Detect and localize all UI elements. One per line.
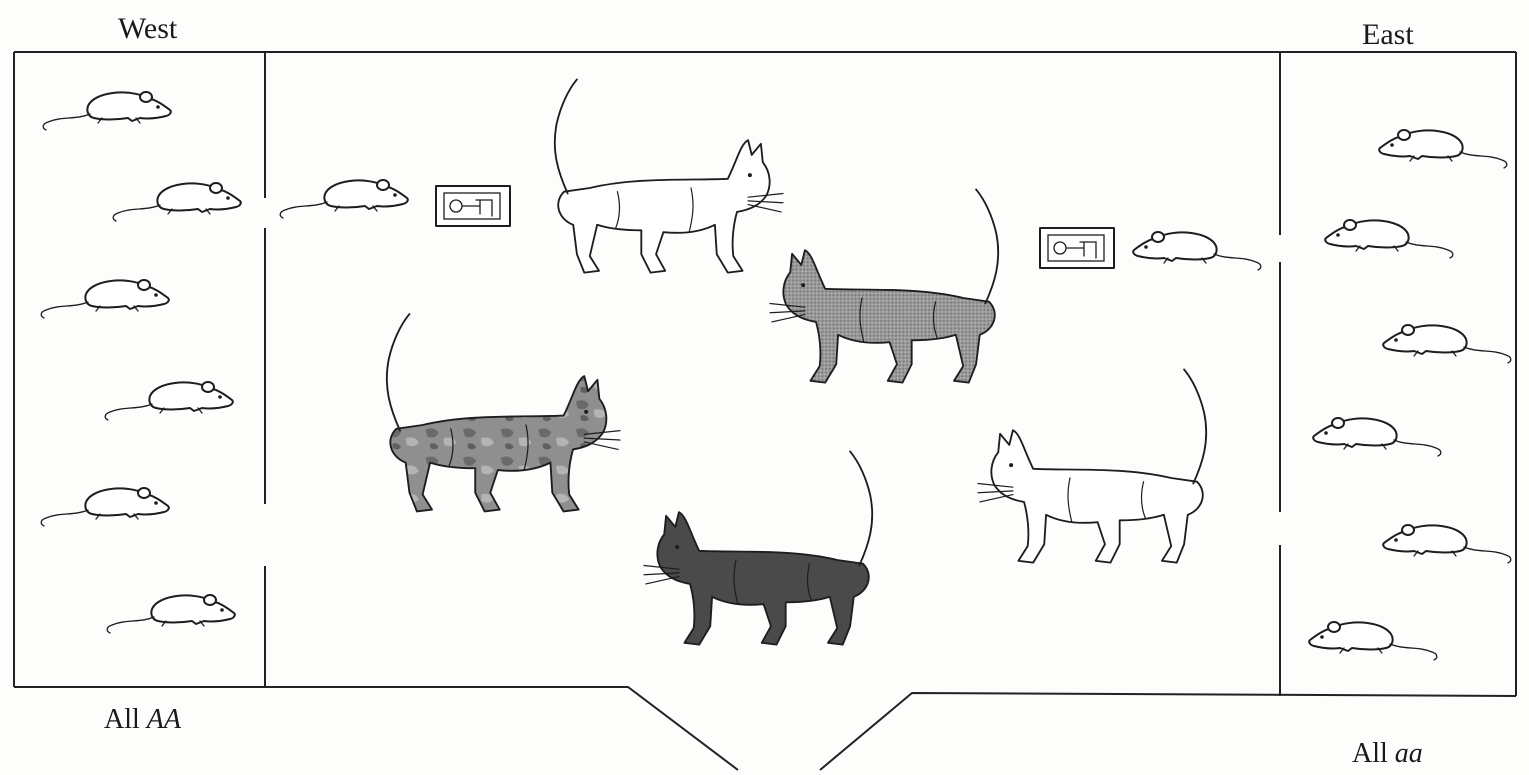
mouse-icon (1309, 622, 1437, 660)
mouse-icon (41, 488, 169, 526)
mouse-icon (113, 183, 241, 221)
mouse-icon (41, 280, 169, 318)
migrating-mice (280, 180, 1261, 270)
region-boundaries (14, 52, 1516, 770)
cat-icon (770, 189, 998, 382)
mouse-icon (1379, 130, 1507, 168)
mouse-icon (1383, 525, 1511, 563)
mouse-icon (43, 92, 171, 130)
west-mice (41, 92, 241, 633)
east-mice (1309, 130, 1511, 660)
cat-icon (387, 314, 620, 511)
mousetrap-icon (1040, 228, 1114, 268)
west-region-label: West (118, 12, 178, 45)
mousetrap-icon (436, 186, 510, 226)
mouse-icon (1325, 220, 1453, 258)
mouse-icon (280, 180, 408, 218)
mouse-icon (1133, 232, 1261, 270)
cat-icon (644, 451, 872, 644)
mouse-icon (1313, 418, 1441, 456)
east-genotype-caption: All aa (1352, 738, 1423, 769)
mouse-icon (1383, 325, 1511, 363)
cats (387, 79, 1206, 644)
cat-icon (555, 79, 783, 272)
east-region-label: East (1362, 18, 1414, 51)
mouse-icon (107, 595, 235, 633)
west-genotype-caption: All AA (104, 704, 182, 735)
mouse-icon (105, 382, 233, 420)
cat-icon (978, 369, 1206, 562)
